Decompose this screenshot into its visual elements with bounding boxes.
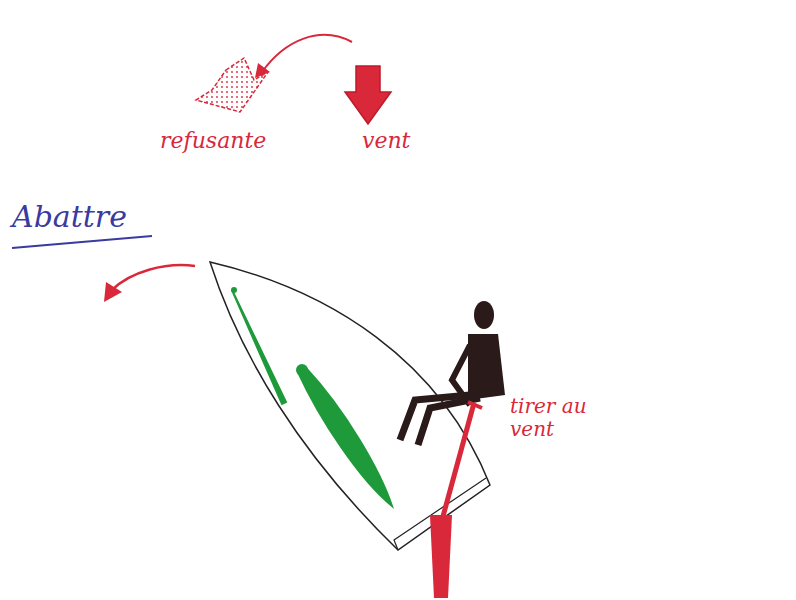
- tiller: [442, 403, 474, 520]
- rudder: [430, 515, 452, 598]
- turn-arrow-head: [104, 282, 122, 302]
- hull: [210, 262, 490, 550]
- tiller-pull-arrow: [468, 402, 482, 408]
- rotation-arrow: [262, 35, 352, 72]
- annotation: refusante: [160, 128, 300, 153]
- annotation: vent: [362, 128, 442, 153]
- jib-sail: [232, 290, 286, 404]
- turn-arrow: [112, 265, 195, 290]
- refusante-arrow: [196, 58, 268, 112]
- mainsail: [298, 368, 392, 506]
- sailor-body: [468, 334, 505, 400]
- annotation: tirer au vent: [510, 395, 590, 441]
- title: Abattre: [12, 200, 172, 235]
- rotation-arrow-head: [255, 63, 270, 78]
- title-underline: [12, 236, 152, 248]
- sailor-head: [474, 301, 494, 329]
- wind-arrow: [345, 66, 391, 124]
